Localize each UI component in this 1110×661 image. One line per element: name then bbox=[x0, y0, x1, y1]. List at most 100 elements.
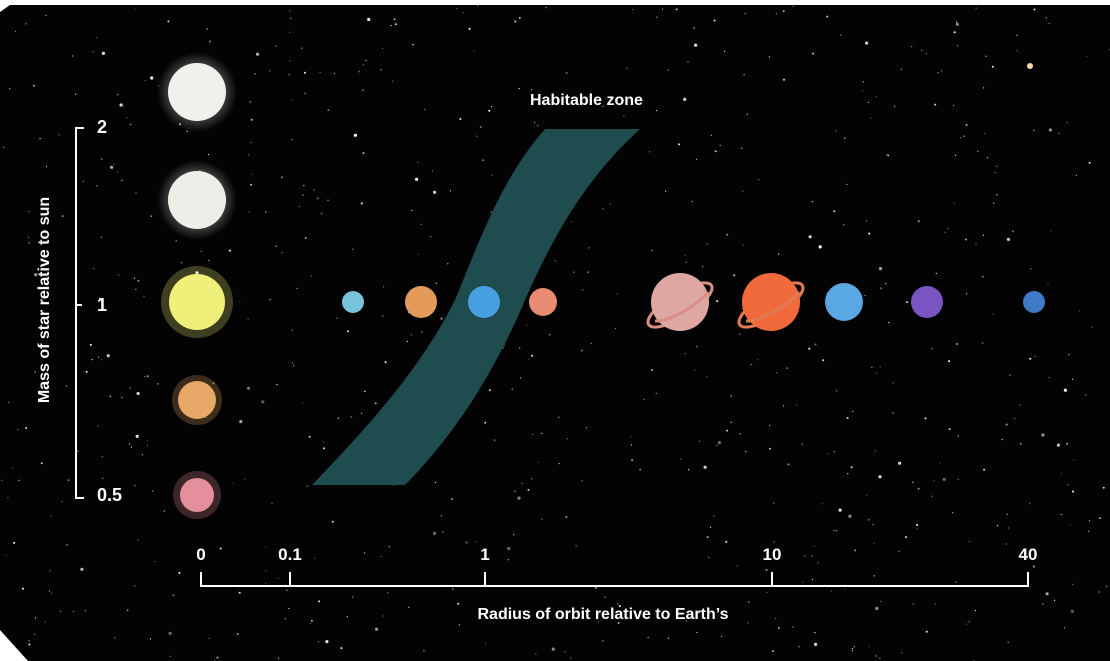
y-axis-label: Mass of star relative to sun bbox=[36, 196, 53, 404]
background-star bbox=[1073, 459, 1075, 461]
background-star bbox=[236, 633, 239, 635]
y-tick-label-2: 2 bbox=[97, 117, 108, 137]
background-star bbox=[50, 592, 53, 594]
background-star bbox=[514, 20, 517, 23]
background-star bbox=[178, 571, 181, 574]
background-star bbox=[912, 603, 914, 605]
background-star bbox=[58, 134, 60, 136]
background-star bbox=[390, 25, 392, 27]
background-star bbox=[768, 56, 770, 58]
y-axis-tick-1 bbox=[75, 304, 82, 306]
background-star bbox=[769, 447, 771, 450]
background-star bbox=[430, 236, 432, 238]
background-star bbox=[61, 215, 64, 218]
background-star bbox=[49, 570, 51, 572]
x-tick-label-0: 0 bbox=[196, 545, 206, 564]
background-star bbox=[917, 487, 920, 490]
background-star bbox=[739, 433, 741, 435]
background-star bbox=[1030, 268, 1032, 270]
background-star bbox=[925, 52, 928, 55]
background-star bbox=[134, 585, 136, 587]
background-star bbox=[541, 518, 543, 520]
background-star bbox=[948, 428, 951, 431]
background-star bbox=[1106, 585, 1108, 587]
background-star bbox=[96, 36, 98, 39]
background-star bbox=[873, 542, 875, 544]
background-star bbox=[934, 603, 936, 605]
x-axis-tick-1 bbox=[484, 572, 486, 587]
background-star bbox=[661, 8, 664, 10]
background-star bbox=[933, 480, 935, 482]
background-star bbox=[1048, 128, 1052, 132]
background-star bbox=[1045, 592, 1049, 596]
background-star bbox=[935, 272, 937, 275]
background-star bbox=[982, 276, 984, 278]
background-star bbox=[277, 657, 280, 659]
background-star bbox=[742, 190, 744, 192]
background-star bbox=[870, 117, 872, 119]
background-star bbox=[66, 543, 69, 546]
background-star bbox=[758, 179, 760, 181]
background-star bbox=[1064, 627, 1066, 629]
background-star bbox=[319, 71, 321, 73]
background-star bbox=[833, 210, 836, 213]
background-star bbox=[365, 59, 367, 62]
background-star bbox=[590, 343, 592, 345]
background-star bbox=[233, 482, 235, 484]
background-star bbox=[1060, 513, 1062, 516]
background-star bbox=[848, 514, 852, 518]
background-star bbox=[289, 60, 291, 62]
background-star bbox=[393, 18, 396, 21]
background-star bbox=[888, 322, 890, 324]
background-star bbox=[149, 638, 152, 640]
background-star bbox=[289, 31, 291, 33]
background-star bbox=[696, 346, 698, 348]
background-star bbox=[14, 30, 17, 32]
background-star bbox=[89, 343, 92, 346]
background-star bbox=[362, 152, 365, 155]
planet-salmon bbox=[529, 288, 557, 316]
background-star bbox=[960, 137, 962, 139]
background-star bbox=[1006, 513, 1008, 515]
background-star bbox=[924, 417, 927, 420]
background-star bbox=[146, 440, 149, 442]
background-star bbox=[695, 158, 698, 160]
background-star bbox=[817, 562, 819, 564]
background-star bbox=[783, 78, 785, 81]
background-star bbox=[388, 546, 390, 548]
background-star bbox=[440, 515, 442, 517]
background-star bbox=[247, 318, 249, 320]
background-star bbox=[604, 596, 606, 598]
background-star bbox=[375, 627, 379, 631]
background-star bbox=[310, 622, 312, 625]
background-star bbox=[814, 642, 818, 647]
background-star bbox=[291, 329, 293, 331]
background-star bbox=[126, 609, 129, 612]
background-star bbox=[847, 473, 849, 475]
background-star bbox=[137, 279, 140, 282]
background-star bbox=[288, 74, 290, 76]
background-star bbox=[102, 477, 104, 479]
background-star bbox=[476, 135, 478, 137]
x-tick-label-0-1: 0.1 bbox=[278, 545, 302, 564]
background-star bbox=[422, 649, 425, 652]
background-star bbox=[537, 125, 539, 127]
background-star bbox=[456, 8, 458, 10]
background-star bbox=[275, 245, 277, 247]
background-star bbox=[594, 586, 597, 589]
background-star bbox=[786, 367, 788, 369]
background-star bbox=[291, 99, 293, 101]
background-star bbox=[1086, 55, 1088, 58]
background-star bbox=[1027, 63, 1033, 69]
star-yellow bbox=[161, 266, 233, 338]
background-star bbox=[747, 622, 749, 624]
background-star bbox=[565, 516, 568, 519]
background-star bbox=[966, 293, 968, 295]
background-star bbox=[537, 461, 539, 464]
background-star bbox=[912, 481, 914, 483]
background-star bbox=[96, 185, 98, 187]
background-star bbox=[748, 601, 750, 603]
background-star bbox=[394, 23, 397, 26]
background-star bbox=[519, 347, 521, 349]
background-star bbox=[741, 147, 743, 149]
